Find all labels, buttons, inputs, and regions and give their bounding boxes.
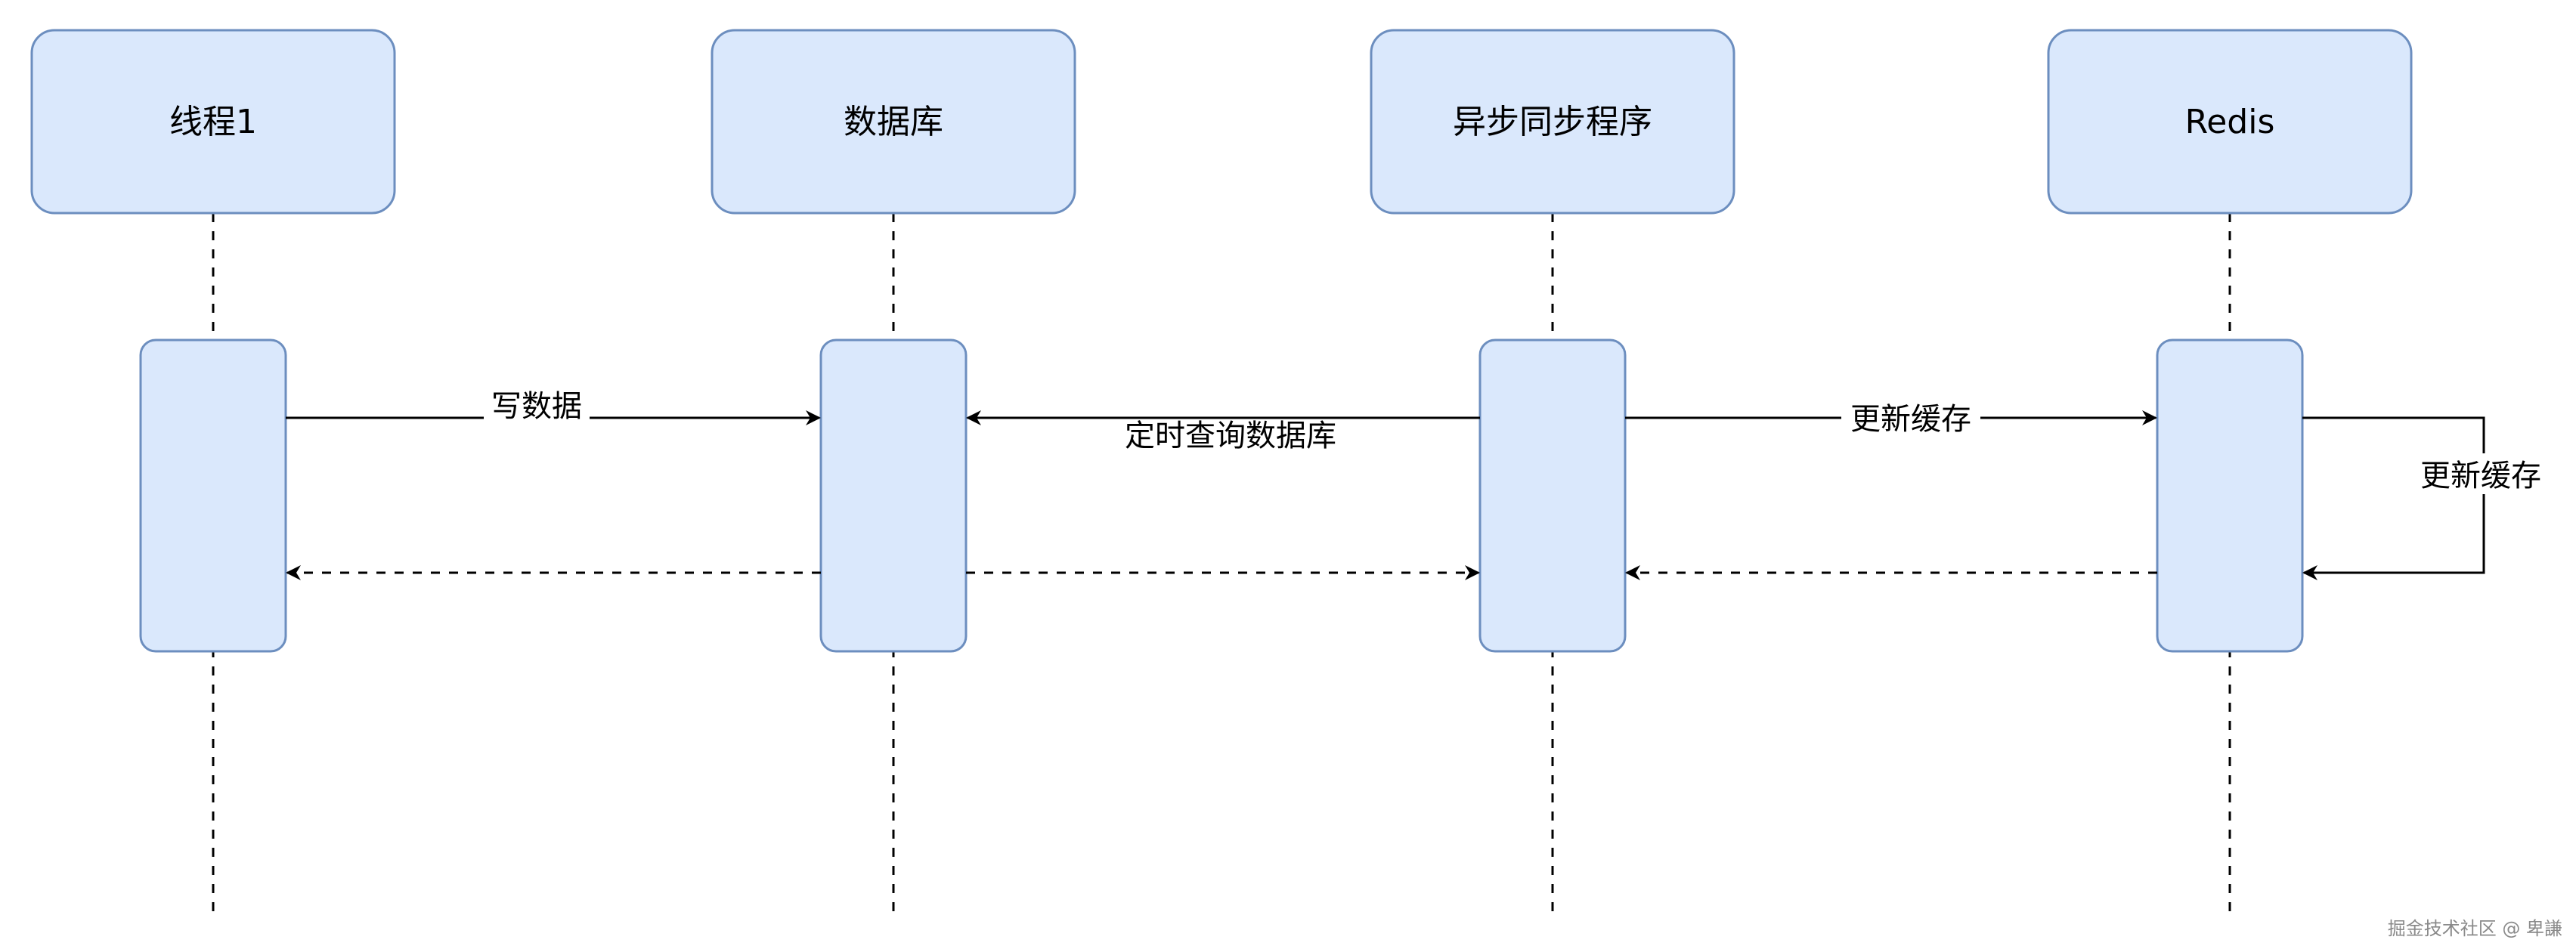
header-label-async: 异步同步程序 xyxy=(1453,103,1652,141)
participant-redis: Redis xyxy=(2047,29,2413,916)
header-box-async xyxy=(1370,29,1735,215)
activation-box-database xyxy=(819,338,968,653)
message-self-update: 更新缓存 xyxy=(2302,416,2550,580)
participant-async: 异步同步程序 xyxy=(1370,29,1735,916)
header-box-thread1 xyxy=(30,29,396,215)
activation-box-redis xyxy=(2156,338,2304,653)
label-bg-poll xyxy=(1113,419,1348,457)
label-write: 写数据 xyxy=(491,389,582,424)
watermark: 掘金技术社区 @ 卑謙 xyxy=(2387,918,2562,939)
participant-database: 数据库 xyxy=(711,29,1076,916)
message-update: 更新缓存 xyxy=(1625,397,2157,438)
header-box-database xyxy=(711,29,1076,215)
participant-thread1: 线程1 xyxy=(30,29,396,916)
header-label-thread1: 线程1 xyxy=(169,103,257,141)
message-write: 写数据 xyxy=(286,384,821,425)
label-bg-update xyxy=(1841,397,1980,438)
activation-box-thread1 xyxy=(139,338,287,653)
label-update: 更新缓存 xyxy=(1850,402,1971,437)
label-bg-self-update xyxy=(2411,453,2550,494)
label-poll: 定时查询数据库 xyxy=(1125,419,1336,453)
activation-box-async xyxy=(1478,338,1627,653)
label-self-update: 更新缓存 xyxy=(2420,459,2541,493)
header-box-redis xyxy=(2047,29,2413,215)
label-bg-write xyxy=(484,384,590,425)
header-label-redis: Redis xyxy=(2185,103,2275,141)
message-poll: 定时查询数据库 xyxy=(966,410,1480,457)
header-label-database: 数据库 xyxy=(844,103,943,141)
arrow-self-update xyxy=(2302,416,2485,580)
